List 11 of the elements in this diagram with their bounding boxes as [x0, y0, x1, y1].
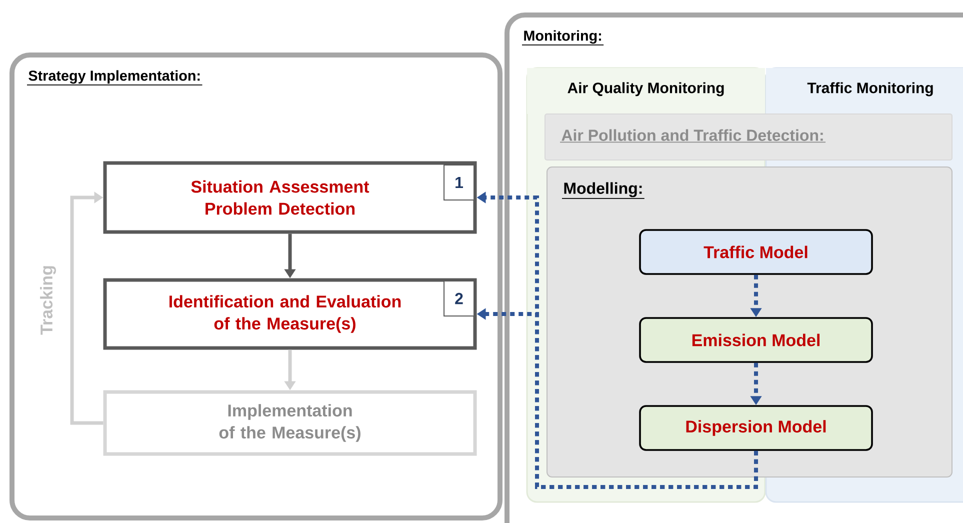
model-box: Dispersion Model: [639, 405, 873, 451]
number-box: 2: [444, 280, 474, 316]
edge-label: Tracking: [40, 266, 56, 335]
column-header: Air Quality Monitoring: [527, 68, 765, 114]
process-box: Implementation of the Measure(s): [103, 390, 477, 456]
heading-band: Air Pollution and Traffic Detection:: [544, 114, 952, 160]
model-box: Emission Model: [639, 317, 873, 363]
model-box: Traffic Model: [639, 229, 873, 275]
column-header: Traffic Monitoring: [766, 68, 963, 114]
arrow: [70, 192, 104, 425]
number-box: 1: [444, 164, 474, 200]
